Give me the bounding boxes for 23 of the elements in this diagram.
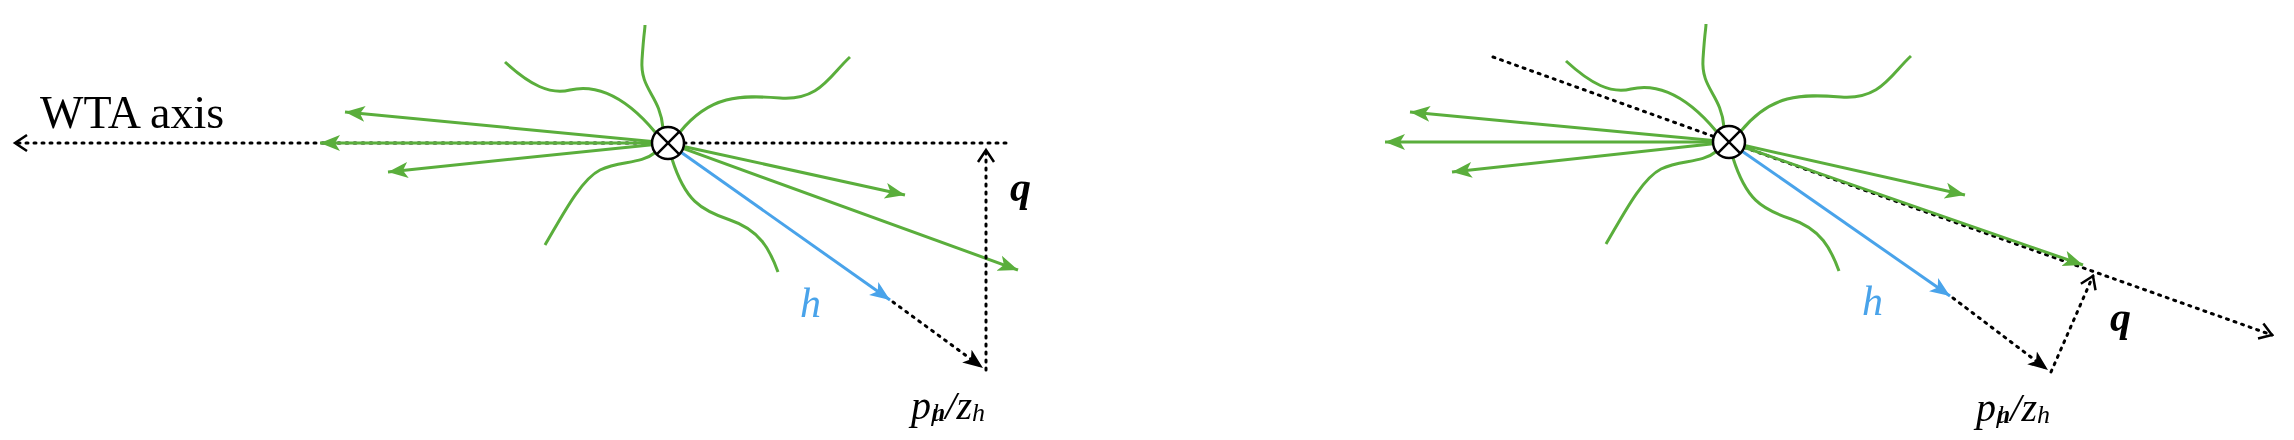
arrow (682, 147, 1019, 272)
arrow (1744, 144, 1966, 199)
arrow (683, 144, 906, 199)
momentum-label: q (2110, 296, 2131, 338)
arrow (387, 143, 653, 178)
momentum-label: q (1010, 166, 1031, 208)
arrow (1409, 105, 1714, 142)
arrow (680, 151, 891, 302)
vertex-symbol (650, 125, 686, 161)
arrow (344, 105, 653, 143)
vertex-symbol (1711, 124, 1747, 160)
arrow (1385, 134, 1713, 150)
arrow (320, 135, 652, 151)
arrow (1741, 149, 1951, 298)
hadron-label: h (800, 282, 821, 324)
arrow (1951, 296, 2050, 372)
arrow (2049, 274, 2097, 374)
axis-label: WTA axis (40, 90, 225, 136)
arrow (1451, 142, 1714, 178)
arrow (891, 300, 985, 370)
arrow (1743, 145, 2084, 267)
arrow (976, 148, 996, 372)
hadron-label: h (1862, 280, 1883, 322)
